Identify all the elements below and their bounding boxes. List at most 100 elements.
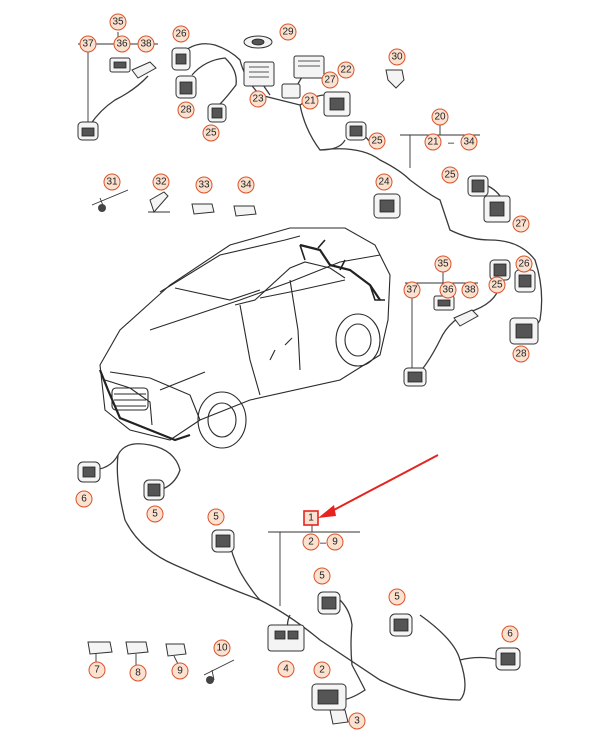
- callout-38-right: 38: [461, 281, 479, 299]
- svg-text:34: 34: [463, 137, 475, 148]
- callout-37-left: 37: [79, 35, 97, 53]
- callout-28-top: 28: [177, 101, 195, 119]
- callout-36-left: 36: [113, 35, 131, 53]
- callout-28-right: 28: [512, 345, 530, 363]
- callout-33: 33: [195, 176, 213, 194]
- callout-9: 9: [171, 662, 189, 680]
- svg-text:38: 38: [140, 39, 152, 50]
- callout-34: 34: [237, 176, 255, 194]
- svg-text:21: 21: [427, 137, 439, 148]
- callout-20: 20: [431, 108, 449, 126]
- callout-27-top: 27: [321, 71, 339, 89]
- group-35-37-38-right: [403, 272, 479, 387]
- svg-text:1: 1: [308, 513, 314, 524]
- callout-23: 23: [249, 90, 267, 108]
- svg-text:35: 35: [112, 17, 124, 28]
- callout-35-right: 35: [434, 255, 452, 273]
- svg-text:23: 23: [252, 94, 264, 105]
- callout-22: 22: [337, 61, 355, 79]
- callout-2: 2: [313, 661, 331, 679]
- callout-5-b: 5: [207, 508, 225, 526]
- callout-30: 30: [388, 48, 406, 66]
- callout-34-range: 34: [460, 133, 478, 151]
- callout-10: 10: [213, 639, 231, 657]
- svg-text:9: 9: [332, 537, 338, 548]
- svg-text:38: 38: [464, 285, 476, 296]
- callout-27-right: 27: [512, 215, 530, 233]
- svg-text:8: 8: [135, 668, 141, 679]
- svg-text:5: 5: [319, 571, 325, 582]
- svg-text:5: 5: [394, 592, 400, 603]
- svg-text:25: 25: [205, 128, 217, 139]
- svg-text:21: 21: [304, 96, 316, 107]
- svg-text:2: 2: [308, 537, 314, 548]
- svg-text:26: 26: [175, 29, 187, 40]
- svg-text:25: 25: [491, 280, 503, 291]
- svg-text:27: 27: [324, 75, 336, 86]
- callout-4: 4: [277, 660, 295, 678]
- callout-25-lower-right: 25: [488, 276, 506, 294]
- callout-24: 24: [375, 173, 393, 191]
- callout-3: 3: [348, 712, 366, 730]
- callout-21: 21: [301, 92, 319, 110]
- range-separator-1: –: [320, 537, 327, 549]
- svg-text:35: 35: [437, 259, 449, 270]
- svg-text:32: 32: [155, 177, 167, 188]
- callout-21-range: 21: [424, 133, 442, 151]
- callout-32: 32: [152, 173, 170, 191]
- svg-text:6: 6: [507, 629, 513, 640]
- svg-text:24: 24: [378, 177, 390, 188]
- callout-8: 8: [129, 664, 147, 682]
- callout-5-a: 5: [146, 505, 164, 523]
- callout-25-top: 25: [202, 124, 220, 142]
- callout-2-range: 2: [302, 533, 320, 551]
- callout-25-right: 25: [441, 166, 459, 184]
- lower-harness: [77, 443, 521, 725]
- vehicle-illustration: [99, 227, 391, 449]
- svg-text:30: 30: [391, 52, 403, 63]
- svg-text:37: 37: [406, 285, 418, 296]
- callout-6-right: 6: [501, 625, 519, 643]
- svg-text:36: 36: [442, 285, 454, 296]
- callout-35-left: 35: [109, 13, 127, 31]
- callout-37-right: 37: [403, 281, 421, 299]
- svg-text:6: 6: [81, 494, 87, 505]
- highlight-arrow: [318, 454, 439, 518]
- svg-text:26: 26: [518, 259, 530, 270]
- small-parts-7-10: [87, 641, 235, 684]
- right-harness: [373, 175, 539, 373]
- svg-text:7: 7: [94, 665, 100, 676]
- callout-38-left: 38: [137, 35, 155, 53]
- svg-text:5: 5: [213, 512, 219, 523]
- svg-text:27: 27: [515, 219, 527, 230]
- group-35-37-38-left: [77, 32, 158, 141]
- svg-text:5: 5: [152, 509, 158, 520]
- callout-6-left: 6: [75, 490, 93, 508]
- callout-36-right: 36: [439, 281, 457, 299]
- top-harness: [171, 35, 543, 331]
- svg-text:34: 34: [240, 180, 252, 191]
- svg-text:29: 29: [282, 27, 294, 38]
- callout-29: 29: [279, 23, 297, 41]
- small-parts-31-34: [91, 189, 257, 217]
- svg-text:2: 2: [319, 665, 325, 676]
- svg-text:9: 9: [177, 666, 183, 677]
- callout-26-top: 26: [172, 25, 190, 43]
- callout-1-highlighted: 1: [303, 510, 319, 526]
- svg-text:22: 22: [340, 65, 352, 76]
- svg-text:28: 28: [515, 349, 527, 360]
- callout-5-d: 5: [388, 588, 406, 606]
- vehicle-harness-overlay: [98, 239, 385, 442]
- svg-text:20: 20: [434, 112, 446, 123]
- svg-text:25: 25: [444, 170, 456, 181]
- callout-5-c: 5: [313, 567, 331, 585]
- svg-text:33: 33: [198, 180, 210, 191]
- svg-text:4: 4: [283, 664, 289, 675]
- range-separator-20: –: [448, 137, 455, 149]
- callout-26-right: 26: [515, 255, 533, 273]
- svg-text:37: 37: [82, 39, 94, 50]
- svg-text:10: 10: [216, 643, 228, 654]
- callout-25-mid: 25: [368, 132, 386, 150]
- svg-text:31: 31: [106, 177, 118, 188]
